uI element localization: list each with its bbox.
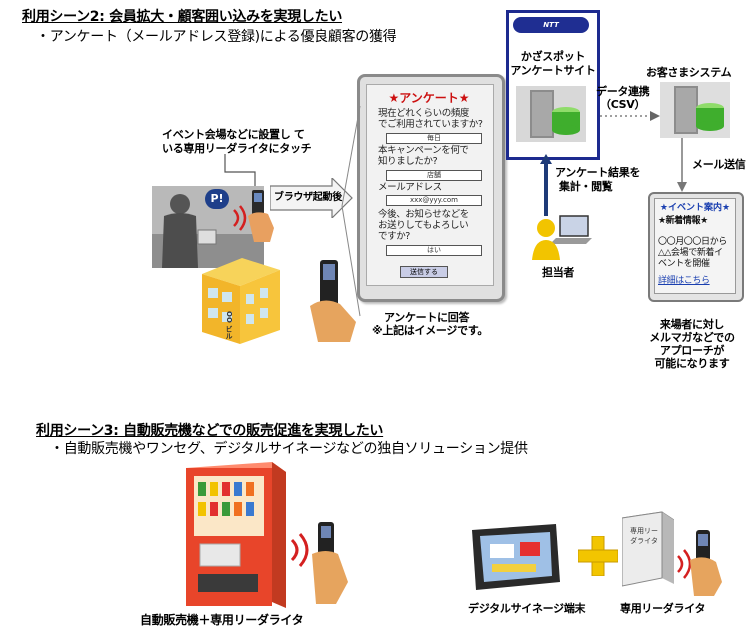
survey-q1-line1: 現在どれくらいの頻度 [378, 108, 470, 119]
server-icon [516, 86, 586, 142]
mail-line2: 〇〇月〇〇日から [658, 237, 727, 247]
survey-q2-answer[interactable]: 店舗 [386, 170, 482, 181]
phone-in-hand-icon [248, 190, 274, 242]
scene2-title: 利用シーン2: 会員拡大・顧客囲い込みを実現したい [22, 9, 343, 25]
venue-label-line1: イベント会場などに設置し て [162, 128, 305, 141]
survey-q3-answer[interactable]: xxx@yyy.com [386, 195, 482, 206]
ntt-site-frame [506, 10, 600, 160]
results-label-2: 集計・閲覧 [559, 180, 613, 193]
venue-label-line2: いる専用リーダライタにタッチ [162, 142, 312, 155]
customer-system-label: お客さまシステム [646, 66, 732, 79]
mail-send-label: メール送信 [692, 158, 746, 171]
mail-line3: △△会場で新着イ [658, 248, 723, 258]
site-label-2: アンケートサイト [510, 64, 596, 77]
scene3-subtitle: ・自動販売機やワンセグ、デジタルサイネージなどの独自ソリューション提供 [50, 441, 528, 457]
mail-detail-link[interactable]: 詳細はこちら [658, 276, 710, 286]
survey-q4-answer[interactable]: はい [386, 245, 482, 256]
data-link-label-2: （CSV） [600, 98, 646, 111]
reader-caption: 専用リーダライタ [620, 602, 706, 615]
p-bubble: P! [205, 189, 229, 209]
survey-q4-line3: ですか? [378, 231, 410, 242]
hand-phone-icon [310, 260, 356, 342]
scene3-title: 利用シーン3: 自動販売機などでの販売促進を実現したい [36, 423, 384, 439]
vending-machine-icon [186, 462, 348, 608]
survey-callout-line [341, 106, 361, 317]
venue-pointer-line [224, 154, 256, 194]
plus-icon [578, 536, 618, 576]
approach-line1: 来場者に対し [659, 318, 725, 331]
signage-caption: デジタルサイネージ端末 [468, 602, 586, 615]
survey-caption-2: ※上記はイメージです。 [372, 324, 489, 337]
approach-line4: 可能になります [654, 357, 730, 370]
customer-server-icon [660, 82, 730, 138]
survey-q2-line2: 知りましたか? [378, 156, 438, 167]
reader-box-text: 専用リーダライタ [630, 527, 658, 545]
survey-q1-answer[interactable]: 毎日 [386, 133, 482, 144]
staff-label: 担当者 [542, 266, 575, 279]
browser-arrow-label: ブラウザ起動後 [274, 192, 342, 203]
mail-screen [654, 198, 736, 294]
approach-line2: メルマガなどでの [649, 331, 735, 344]
site-label-1: かざスポット [520, 50, 586, 63]
reader-hand-phone-icon [677, 530, 722, 596]
survey-q4-line2: お送りしてもよろしい [378, 220, 469, 231]
wave-icon [233, 205, 247, 231]
survey-title: ★アンケート★ [388, 91, 470, 105]
survey-q1-line2: でご利用されていますか? [378, 119, 483, 130]
building-icon [202, 258, 280, 344]
scene2-subtitle: ・アンケート（メールアドレス登録)による優良顧客の獲得 [36, 29, 397, 45]
mail-title: ★イベント案内★ [659, 203, 731, 213]
staff-icon [532, 215, 592, 260]
ntt-logo: NTT Communications [513, 17, 589, 45]
vending-caption: 自動販売機＋専用リーダライタ [140, 613, 304, 627]
survey-q2-line1: 本キャンペーンを何で [378, 145, 469, 156]
data-link-label-1: データ連携 [596, 85, 650, 98]
building-sign: OO ビル [225, 311, 233, 340]
approach-line3: アプローチが [659, 344, 725, 357]
digital-signage-icon [472, 524, 560, 590]
survey-caption-1: アンケートに回答 [384, 311, 470, 324]
survey-submit-button[interactable]: 送信する [400, 266, 448, 278]
survey-q4-line1: 今後、お知らせなどを [378, 209, 469, 220]
mail-line4: ベントを開催 [658, 259, 710, 269]
results-arrow [540, 154, 552, 216]
results-label-1: アンケート結果を [555, 166, 641, 179]
mail-send-arrow [677, 138, 687, 192]
survey-q3-line1: メールアドレス [378, 182, 442, 193]
reader-box-icon [622, 511, 674, 587]
mail-line1: ★新着情報★ [658, 216, 708, 226]
data-link-arrow [600, 111, 660, 121]
